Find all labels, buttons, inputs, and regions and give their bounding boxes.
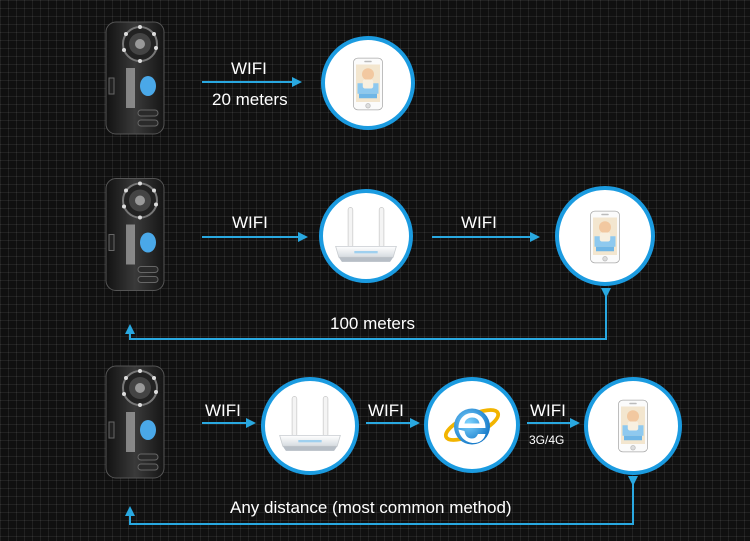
wifi-label: WIFI: [368, 401, 404, 420]
camera-icon: [104, 177, 166, 292]
wifi-label: WIFI: [231, 59, 267, 78]
smartphone-icon: [618, 399, 648, 453]
camera-icon: [105, 21, 165, 135]
smartphone-node: [555, 186, 655, 286]
range-arrow: [125, 476, 638, 525]
wifi-label: WIFI: [205, 401, 241, 420]
smartphone-node: [584, 377, 682, 475]
wifi-label: WIFI: [461, 213, 497, 232]
distance-label: 20 meters: [212, 90, 288, 109]
camera-icon: [105, 365, 165, 479]
distance-label: 100 meters: [330, 314, 416, 333]
smartphone-icon: [590, 210, 620, 264]
wifi-label: WIFI: [232, 213, 268, 232]
internet-node: [424, 377, 520, 473]
distance-label: Any distance (most common method): [230, 498, 512, 517]
range-arrow: [125, 288, 611, 340]
wifi-label: WIFI: [530, 401, 566, 420]
network-label: 3G/4G: [529, 433, 565, 447]
router-node: [319, 189, 413, 283]
smartphone-icon: [353, 57, 383, 111]
smartphone-node: [321, 36, 415, 130]
router-node: [261, 377, 359, 475]
